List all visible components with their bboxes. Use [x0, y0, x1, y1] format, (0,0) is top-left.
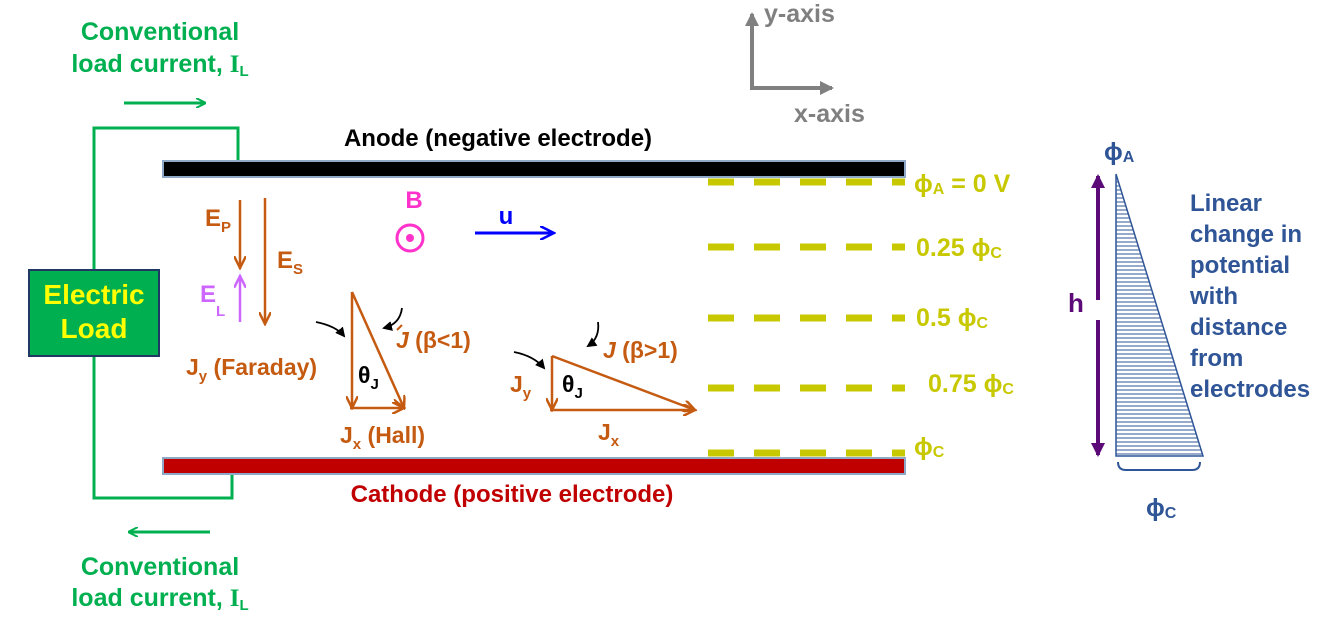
jy-faraday-label: Jy (Faraday): [186, 354, 317, 385]
field-arrows: EP ES EL: [200, 198, 303, 324]
anode-electrode: [162, 160, 906, 178]
p025-label: 0.25 ϕC: [916, 234, 1002, 262]
circuit-wire-bottom: [92, 356, 234, 500]
current-triangle-beta-gt-1: Jy θJ J (β>1) Jx: [510, 321, 695, 450]
j-beta-gt-1-label: J (β>1): [603, 337, 678, 363]
svg-text:Electric: Electric: [43, 279, 144, 310]
axes-indicator: y-axis x-axis: [745, 0, 865, 128]
p075-label: 0.75 ϕC: [928, 370, 1014, 398]
current-triangle-beta-lt-1: Jy (Faraday) θJ J (β<1) Jx (Hall): [186, 291, 471, 453]
cathode-label: Cathode (positive electrode): [351, 481, 674, 508]
es-label: ES: [277, 247, 303, 278]
equipotential-lines: [708, 178, 905, 457]
profile-description: Linear change in potential with distance…: [1189, 190, 1310, 403]
theta-j-label: θJ: [358, 362, 379, 393]
svg-text:load current, IL: load current, IL: [71, 50, 248, 80]
phiA-zero-label: ϕA = 0 V: [914, 170, 1011, 198]
theta-j-label-2: θJ: [562, 371, 583, 402]
jx-label-2: Jx: [598, 419, 620, 450]
x-axis-label: x-axis: [794, 100, 865, 128]
anode-label: Anode (negative electrode): [344, 125, 652, 152]
j-beta-lt-1-label: J (β<1): [396, 327, 471, 353]
b-label: B: [405, 187, 422, 214]
svg-text:change in: change in: [1190, 221, 1302, 248]
cathode-electrode: [162, 457, 906, 475]
svg-text:Conventional: Conventional: [81, 18, 239, 46]
phiC-bracket: [1117, 461, 1201, 471]
svg-text:electrodes: electrodes: [1190, 376, 1310, 403]
h-label: h: [1068, 288, 1084, 318]
ep-label: EP: [205, 205, 231, 236]
svg-text:load current, IL: load current, IL: [71, 584, 248, 614]
profile-triangle: [1115, 173, 1205, 457]
profile-hatching: [1116, 177, 1203, 455]
equipotential-labels: ϕA = 0 V 0.25 ϕC 0.5 ϕC 0.75 ϕC ϕC: [914, 170, 1014, 461]
svg-text:Load: Load: [61, 313, 128, 344]
p05-label: 0.5 ϕC: [916, 304, 988, 332]
u-label: u: [499, 203, 514, 230]
svg-text:Linear: Linear: [1190, 190, 1262, 217]
current-label-top: Conventional load current, IL: [71, 18, 249, 103]
flow-velocity: u: [475, 203, 554, 233]
magnetic-field: B: [395, 187, 425, 253]
current-label-bottom: Conventional load current, IL: [71, 532, 249, 614]
circuit-wire-top: [92, 126, 240, 270]
svg-text:with: with: [1189, 283, 1238, 310]
phiC-label: ϕC: [914, 433, 945, 461]
electric-load: Electric Load: [28, 269, 160, 357]
jy-label-2: Jy: [510, 371, 532, 402]
svg-text:potential: potential: [1190, 252, 1290, 279]
potential-profile: ϕA ϕC h Linear change in potential with …: [1068, 138, 1310, 522]
j-arrow: [350, 291, 404, 408]
svg-text:distance: distance: [1190, 314, 1287, 341]
profile-phiA-label: ϕA: [1104, 138, 1135, 166]
svg-text:from: from: [1190, 345, 1243, 372]
y-axis-label: y-axis: [764, 0, 835, 28]
svg-text:Conventional: Conventional: [81, 553, 239, 581]
b-out-of-page-icon: [395, 223, 425, 253]
profile-phiC-label: ϕC: [1146, 494, 1177, 522]
jx-hall-label: Jx (Hall): [340, 422, 425, 453]
j-arrow-2: [551, 354, 695, 410]
el-label: EL: [200, 281, 225, 320]
load-box: [28, 269, 160, 357]
